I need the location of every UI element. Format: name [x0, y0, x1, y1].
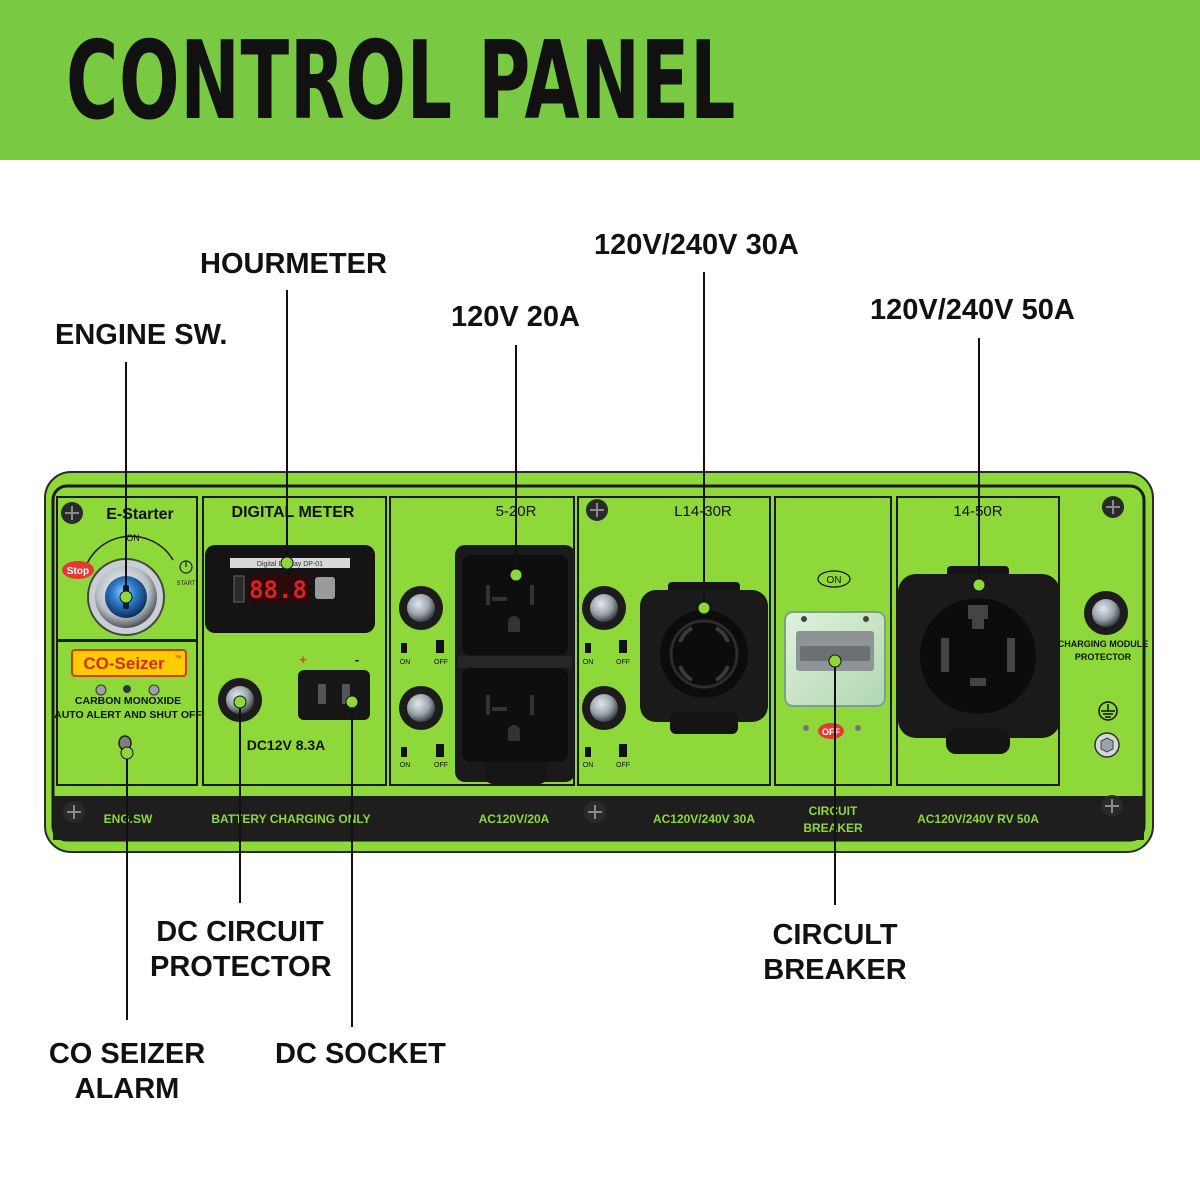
- ground-symbol-icon: [1098, 701, 1118, 721]
- strip-ac-30a: AC120V/240V 30A: [653, 812, 755, 826]
- digital-meter-label: DIGITAL METER: [232, 504, 355, 521]
- breaker-off-badge: OFF: [803, 723, 861, 739]
- dc-rating: DC12V 8.3A: [247, 737, 326, 753]
- screw-bottom-right: [1101, 795, 1123, 817]
- svg-text:™: ™: [175, 655, 182, 662]
- callout-circuit-breaker-line-2: BREAKER: [763, 954, 907, 986]
- leader-hourmeter: [280, 290, 294, 570]
- leader-co-seizer-alarm: [120, 746, 134, 1020]
- callout-dc-circuit-protector-line-2: PROTECTOR: [150, 951, 332, 983]
- svg-text:OFF: OFF: [616, 762, 630, 769]
- start-icon: START: [176, 560, 196, 587]
- callout-engine-sw: ENGINE SW.: [55, 319, 228, 351]
- key-arc: [83, 535, 174, 574]
- strip-battery: BATTERY CHARGING ONLY: [211, 812, 370, 826]
- strip-breaker-1: CIRCUIT: [809, 804, 858, 818]
- svg-text:ON: ON: [400, 762, 411, 769]
- outlet-120v-240v-50a[interactable]: [898, 566, 1060, 754]
- screw-top-left: [61, 502, 83, 524]
- callout-circuit-breaker: CIRCULT BREAKER: [745, 918, 925, 988]
- leader-circuit-breaker: [828, 654, 842, 905]
- svg-text:ON: ON: [827, 575, 842, 586]
- callout-co-seizer-alarm-line-2: ALARM: [74, 1073, 180, 1105]
- switch-legend-30a-bottom: ON OFF: [583, 744, 630, 769]
- leader-120v-20a: [509, 345, 523, 582]
- dc-plus-sign: +: [299, 652, 307, 667]
- breaker-on-label: ON: [817, 570, 851, 588]
- callout-dc-circuit-protector-line-1: DC CIRCUIT: [156, 916, 324, 948]
- header-bar: [0, 0, 1200, 160]
- hourmeter-reading: 88.8: [249, 576, 307, 604]
- callout-circuit-breaker-line-1: CIRCULT: [772, 919, 898, 951]
- key-on-label: ON: [126, 533, 140, 543]
- strip-breaker-2: BREAKER: [803, 821, 863, 835]
- callout-120v-240v-30a: 120V/240V 30A: [594, 229, 799, 261]
- switch-legend-20a-bottom: ON OFF: [400, 744, 448, 769]
- svg-text:OFF: OFF: [822, 727, 840, 737]
- leader-engine-sw: [119, 362, 133, 604]
- callout-dc-socket: DC SOCKET: [275, 1038, 446, 1070]
- leader-120v-240v-50a: [972, 338, 986, 592]
- svg-text:ON: ON: [583, 762, 594, 769]
- screw-bottom-middle: [584, 801, 606, 823]
- co-sensor-lights: [95, 684, 160, 696]
- screw-top-middle: [586, 499, 608, 521]
- svg-text:OFF: OFF: [434, 659, 448, 666]
- callout-co-seizer-alarm: CO SEIZER ALARM: [45, 1037, 209, 1107]
- co-seizer-line-2: AUTO ALERT AND SHUT OFF: [54, 709, 202, 721]
- hourmeter-display: Digital Display DP-01 88.8: [205, 545, 375, 633]
- leader-dc-socket: [345, 695, 359, 1027]
- outlet-120v-20a[interactable]: [455, 545, 575, 784]
- page-title: CONTROL PANEL: [66, 19, 737, 144]
- svg-text:OFF: OFF: [616, 659, 630, 666]
- circuit-breaker-switch[interactable]: [784, 611, 886, 707]
- breaker-button-20a-top[interactable]: [399, 586, 443, 630]
- svg-text:Stop: Stop: [67, 566, 89, 577]
- screw-top-right: [1102, 496, 1124, 518]
- dc-minus-sign: -: [355, 652, 359, 667]
- svg-text:OFF: OFF: [434, 762, 448, 769]
- strip-eng-sw: ENG.SW: [104, 812, 153, 826]
- breaker-button-30a-bottom[interactable]: [582, 686, 626, 730]
- strip-ac-50a: AC120V/240V RV 50A: [917, 812, 1039, 826]
- co-seizer-logo: CO-Seizer ™: [71, 649, 187, 677]
- ground-terminal[interactable]: [1094, 732, 1120, 758]
- callout-co-seizer-alarm-line-1: CO SEIZER: [48, 1038, 206, 1070]
- section-digital-meter: [202, 496, 387, 786]
- screw-bottom-left: [63, 801, 85, 823]
- svg-text:CO-Seizer: CO-Seizer: [83, 654, 165, 673]
- callout-dc-circuit-protector: DC CIRCUIT PROTECTOR: [150, 915, 332, 985]
- strip-ac-20a: AC120V/20A: [479, 812, 550, 826]
- breaker-button-20a-bottom[interactable]: [399, 686, 443, 730]
- callout-120v-20a: 120V 20A: [451, 301, 580, 333]
- svg-text:ON: ON: [400, 659, 411, 666]
- charging-protector-line-1: CHARGING MODULE: [1058, 639, 1149, 649]
- charging-protector-line-2: PROTECTOR: [1075, 652, 1132, 662]
- e-starter-label: E-Starter: [106, 506, 174, 523]
- svg-text:START: START: [176, 581, 195, 587]
- section-l14-30r: [577, 496, 771, 786]
- callout-120v-240v-50a: 120V/240V 50A: [870, 294, 1075, 326]
- switch-legend-30a-top: ON OFF: [583, 640, 630, 666]
- breaker-button-30a-top[interactable]: [582, 586, 626, 630]
- charging-protector-button[interactable]: [1084, 591, 1128, 635]
- svg-text:ON: ON: [583, 659, 594, 666]
- leader-dc-circuit-protector: [233, 695, 247, 903]
- switch-legend-20a-top: ON OFF: [400, 640, 448, 666]
- leader-120v-240v-30a: [697, 272, 711, 615]
- dc-socket[interactable]: [298, 670, 370, 720]
- stop-badge: Stop: [62, 561, 94, 579]
- section-breaker: [774, 496, 892, 786]
- outlet-120v-240v-30a[interactable]: [640, 582, 768, 734]
- co-seizer-line-1: CARBON MONOXIDE: [75, 695, 181, 707]
- callout-hourmeter: HOURMETER: [200, 248, 387, 280]
